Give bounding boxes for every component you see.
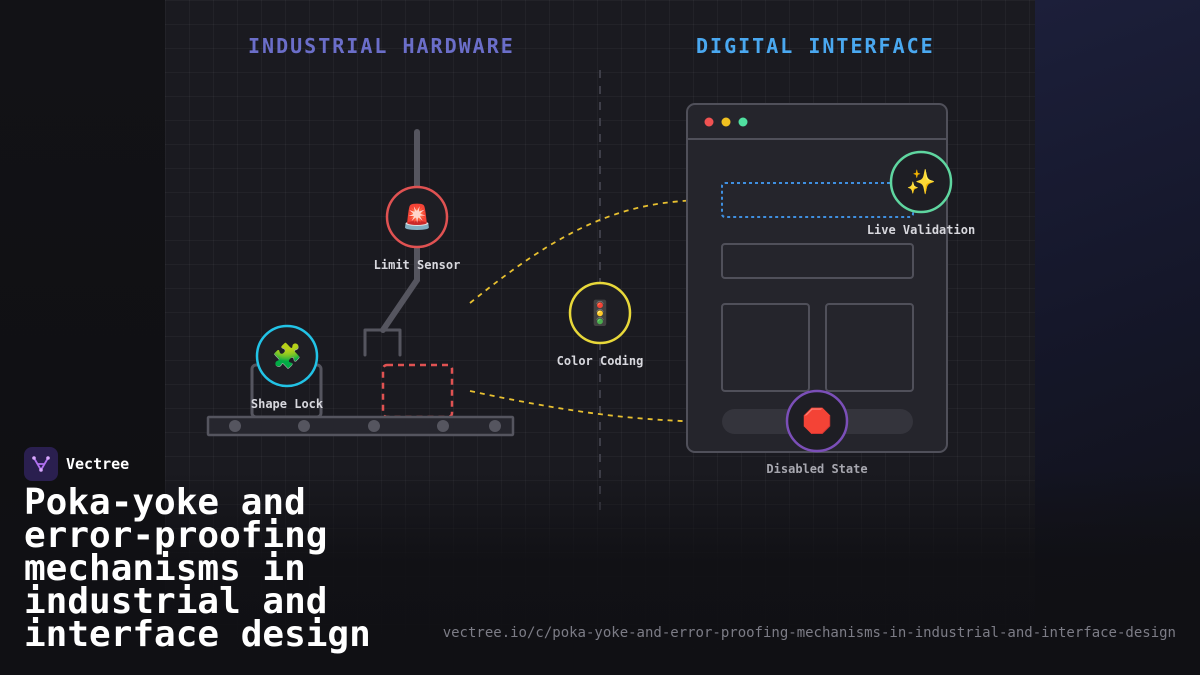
limit-sensor-node bbox=[385, 185, 449, 249]
traffic-light-icon: 🚦 bbox=[585, 299, 615, 327]
disabled-state-node bbox=[785, 389, 849, 453]
puzzle-icon: 🧩 bbox=[272, 342, 302, 370]
vectree-logo-icon bbox=[24, 447, 58, 481]
color-coding-node bbox=[568, 281, 632, 345]
siren-icon: 🚨 bbox=[402, 203, 432, 231]
window-close-dot bbox=[704, 117, 714, 127]
bottom-fade bbox=[0, 470, 1200, 675]
shape-lock-label: Shape Lock bbox=[250, 397, 324, 411]
section-title-hardware: INDUSTRIAL HARDWARE bbox=[248, 34, 515, 58]
connector-bottom bbox=[469, 390, 713, 423]
section-title-interface: DIGITAL INTERFACE bbox=[696, 34, 935, 58]
brand: Vectree bbox=[24, 447, 129, 481]
card-left bbox=[721, 303, 810, 392]
conveyor-belt bbox=[206, 415, 515, 437]
window-minimize-dot bbox=[721, 117, 731, 127]
brand-name: Vectree bbox=[66, 455, 130, 473]
connector-top bbox=[469, 199, 711, 304]
card-right bbox=[825, 303, 914, 392]
input-field bbox=[721, 243, 914, 279]
live-validation-label: Live Validation bbox=[866, 223, 976, 237]
target-zone bbox=[381, 363, 454, 419]
validated-input-field bbox=[721, 182, 914, 218]
limit-sensor-label: Limit Sensor bbox=[373, 258, 461, 272]
shape-lock-node bbox=[255, 324, 319, 388]
window-maximize-dot bbox=[738, 117, 748, 127]
page-url[interactable]: vectree.io/c/poka-yoke-and-error-proofin… bbox=[442, 625, 1176, 641]
stop-sign-icon: 🛑 bbox=[802, 407, 832, 435]
sparkles-icon: ✨ bbox=[906, 168, 936, 196]
page-title: Poka-yoke and error-proofing mechanisms … bbox=[24, 482, 371, 655]
live-validation-node bbox=[889, 150, 953, 214]
color-coding-label: Color Coding bbox=[556, 354, 644, 368]
